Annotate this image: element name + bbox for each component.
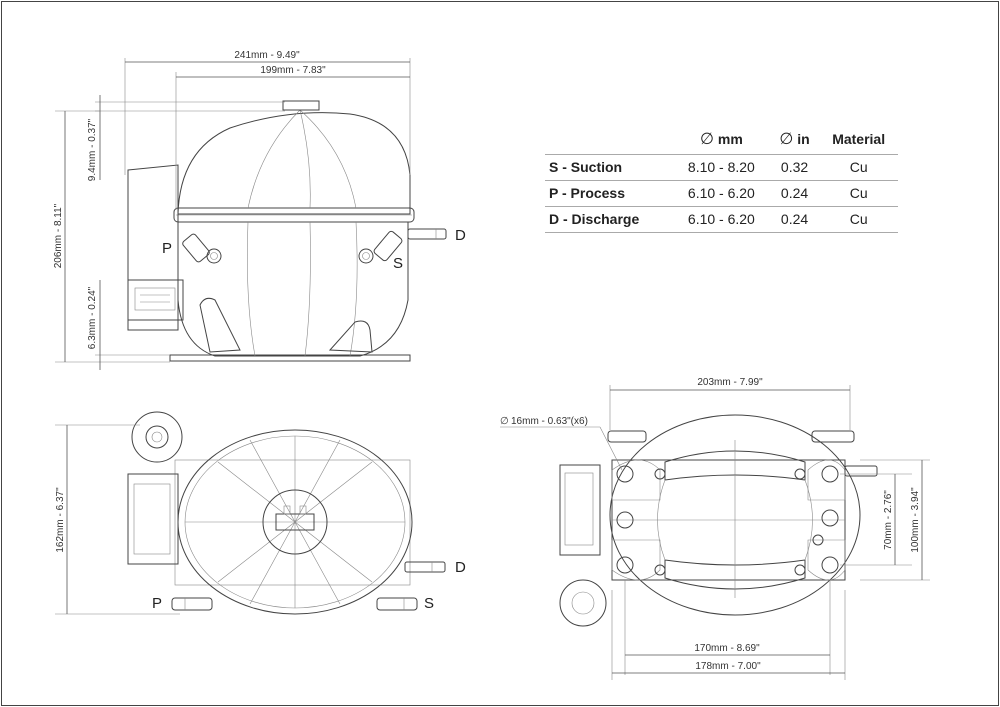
front-base-plate [169, 354, 411, 362]
top-ribs [185, 436, 405, 608]
spec-row-process: P - Process 6.10 - 6.20 0.24 Cu [545, 180, 898, 207]
dim-bottom-height: 162mm - 6.37" [55, 487, 66, 553]
front-left-foot [199, 297, 241, 353]
row-in: 0.32 [769, 154, 820, 181]
row-name: P - Process [545, 180, 673, 207]
top-terminal-cap [131, 411, 183, 463]
row-in: 0.24 [769, 206, 820, 233]
row-name: S - Suction [545, 154, 673, 181]
front-suction-tube [358, 230, 403, 264]
front-process-tube [182, 233, 222, 264]
dim-outer-vertical: 100mm - 3.94" [910, 487, 921, 553]
dim-bottom-outer-width: 178mm - 7.00" [695, 661, 761, 672]
top-label-s: S [424, 595, 434, 612]
row-mm: 6.10 - 6.20 [673, 206, 770, 233]
diameter-symbol-mm: ∅ [699, 131, 714, 148]
top-view-dimensions: 162mm - 6.37" [55, 424, 180, 615]
spec-row-suction: S - Suction 8.10 - 8.20 0.32 Cu [545, 154, 898, 181]
row-material: Cu [819, 154, 898, 181]
front-discharge-tube [407, 228, 447, 240]
dim-hole-diameter-symbol: ∅ [500, 416, 509, 427]
dim-top-width: 241mm - 9.49" [234, 50, 300, 61]
spec-header-row: ∅mm ∅in Material [545, 125, 898, 155]
spec-header-in: ∅in [779, 131, 810, 148]
dim-height: 206mm - 8.11" [53, 203, 64, 268]
top-mounting-plate [174, 459, 411, 586]
dim-hole-diameter: 16mm - 0.63"(x6) [511, 416, 588, 427]
dim-dome-offset: 9.4mm - 0.37" [87, 118, 98, 181]
top-electrical-box [127, 473, 179, 565]
connection-spec-table: ∅mm ∅in Material S - Suction 8.10 - 8.20… [545, 125, 898, 233]
front-dome [177, 112, 411, 215]
front-label-d: D [455, 227, 466, 244]
row-in: 0.24 [769, 180, 820, 207]
dim-inner-vertical: 70mm - 2.76" [883, 490, 894, 550]
top-process-tube [171, 597, 213, 611]
bottom-side-tube [844, 465, 878, 477]
bottom-right-tube [811, 430, 855, 443]
bottom-mount-holes [616, 465, 839, 576]
dim-base-offset: 6.3mm - 0.24" [87, 286, 98, 349]
front-dimensions: 241mm - 9.49" 199mm - 7.83" 9.4mm - 0.37… [53, 50, 411, 370]
front-lower-shell [177, 221, 409, 357]
bottom-left-tube [607, 430, 647, 443]
top-view: P S D [127, 411, 466, 615]
bottom-view-dimensions: 203mm - 7.99" ∅ 16mm - 0.63"(x6) 70mm - … [500, 377, 930, 680]
row-material: Cu [819, 206, 898, 233]
dim-bottom-inner-width: 170mm - 8.69" [694, 643, 760, 654]
dim-top-inner-width: 199mm - 7.83" [260, 65, 326, 76]
bottom-electrical-box [559, 464, 601, 556]
front-electrical-box [127, 164, 179, 331]
top-label-d: D [455, 559, 466, 576]
front-label-p: P [162, 240, 172, 257]
row-mm: 8.10 - 8.20 [673, 154, 770, 181]
front-right-foot [328, 320, 373, 353]
spec-header-blank [545, 125, 673, 155]
bottom-view [559, 414, 878, 627]
front-view: P S D [127, 100, 466, 362]
row-mm: 6.10 - 6.20 [673, 180, 770, 207]
dim-right-top-width: 203mm - 7.99" [697, 377, 763, 388]
top-label-p: P [152, 595, 162, 612]
spec-row-discharge: D - Discharge 6.10 - 6.20 0.24 Cu [545, 206, 898, 233]
row-material: Cu [819, 180, 898, 207]
top-discharge-tube [404, 561, 446, 573]
front-weld-seam [173, 207, 415, 223]
front-label-s: S [393, 255, 403, 272]
spec-header-mm: ∅mm [699, 131, 743, 148]
bottom-terminal-cap [559, 579, 607, 627]
top-center-cap [262, 489, 328, 555]
diameter-symbol-in: ∅ [779, 131, 794, 148]
bottom-shell [609, 414, 861, 616]
row-name: D - Discharge [545, 206, 673, 233]
front-top-cap [282, 100, 320, 111]
top-suction-tube [376, 597, 418, 611]
spec-header-material: Material [832, 131, 886, 147]
